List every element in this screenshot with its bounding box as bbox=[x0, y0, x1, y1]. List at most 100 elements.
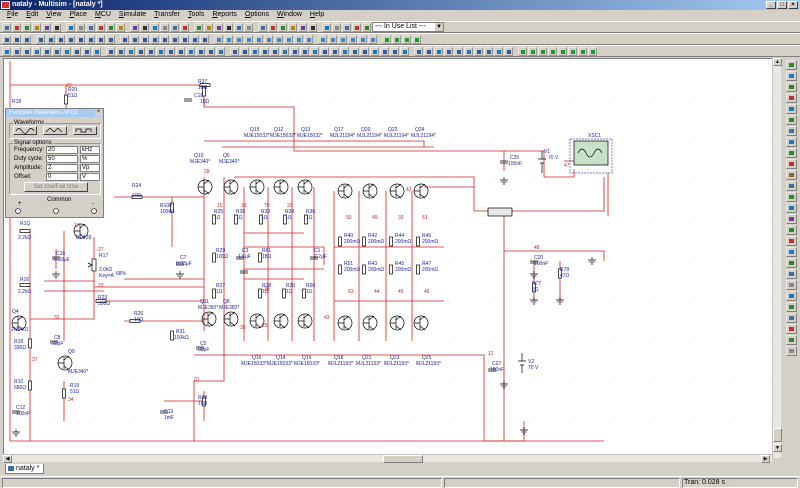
scroll-down-button[interactable]: ▼ bbox=[773, 444, 782, 452]
view-tool-button-29[interactable] bbox=[290, 46, 299, 56]
standard-tool-button-7[interactable] bbox=[66, 22, 75, 32]
instrument-button-2[interactable] bbox=[785, 71, 797, 81]
view-tool-button-47[interactable] bbox=[474, 46, 483, 56]
component-tool-button-36[interactable] bbox=[368, 34, 377, 44]
instrument-button-27[interactable] bbox=[785, 346, 797, 356]
multisim-app-icon[interactable] bbox=[1, 1, 10, 9]
standard-tool-button-31[interactable] bbox=[322, 22, 331, 32]
instrument-button-11[interactable] bbox=[785, 170, 797, 180]
vertical-scroll-thumb[interactable] bbox=[773, 428, 782, 442]
instrument-button-22[interactable] bbox=[785, 291, 797, 301]
standard-tool-button-28[interactable] bbox=[288, 22, 297, 32]
view-tool-button-49[interactable] bbox=[494, 46, 503, 56]
standard-tool-button-27[interactable] bbox=[278, 22, 287, 32]
close-button[interactable]: × bbox=[788, 1, 798, 9]
view-tool-button-52[interactable] bbox=[528, 46, 537, 56]
view-tool-button-45[interactable] bbox=[454, 46, 463, 56]
view-tool-button-25[interactable] bbox=[250, 46, 259, 56]
instrument-button-16[interactable] bbox=[785, 225, 797, 235]
instrument-button-23[interactable] bbox=[785, 302, 797, 312]
scroll-left-button[interactable]: ◀ bbox=[3, 455, 12, 463]
component-tool-button-30[interactable] bbox=[304, 34, 313, 44]
view-tool-button-55[interactable] bbox=[558, 46, 567, 56]
instrument-button-14[interactable] bbox=[785, 203, 797, 213]
view-tool-button-23[interactable] bbox=[230, 46, 239, 56]
view-tool-button-56[interactable] bbox=[568, 46, 577, 56]
view-tool-button-57[interactable] bbox=[578, 46, 587, 56]
instrument-button-10[interactable] bbox=[785, 159, 797, 169]
standard-tool-button-34[interactable] bbox=[352, 22, 361, 32]
component-tool-button-6[interactable] bbox=[56, 34, 65, 44]
duty-cycle-input[interactable]: 50 bbox=[46, 155, 78, 163]
view-tool-button-17[interactable] bbox=[166, 46, 175, 56]
view-tool-button-33[interactable] bbox=[330, 46, 339, 56]
tab-nataly[interactable]: nataly * bbox=[5, 464, 45, 474]
component-tool-button-31[interactable] bbox=[318, 34, 327, 44]
view-tool-button-7[interactable] bbox=[62, 46, 71, 56]
view-tool-button-13[interactable] bbox=[126, 46, 135, 56]
instrument-button-3[interactable] bbox=[785, 82, 797, 92]
fgen-terminals[interactable] bbox=[14, 207, 98, 217]
instrument-button-26[interactable] bbox=[785, 335, 797, 345]
instrument-button-12[interactable] bbox=[785, 181, 797, 191]
view-tool-button-58[interactable] bbox=[588, 46, 597, 56]
standard-tool-button-16[interactable] bbox=[160, 22, 169, 32]
component-tool-button-18[interactable] bbox=[180, 34, 189, 44]
component-tool-button-16[interactable] bbox=[160, 34, 169, 44]
horizontal-scrollbar[interactable]: ◀ ▶ bbox=[3, 454, 772, 463]
view-tool-button-14[interactable] bbox=[136, 46, 145, 56]
instrument-button-21[interactable] bbox=[785, 280, 797, 290]
minimize-button[interactable]: _ bbox=[766, 1, 776, 9]
component-tool-button-14[interactable] bbox=[140, 34, 149, 44]
view-tool-button-3[interactable] bbox=[22, 46, 31, 56]
standard-tool-button-5[interactable] bbox=[42, 22, 51, 32]
standard-tool-button-22[interactable] bbox=[224, 22, 233, 32]
instrument-button-17[interactable] bbox=[785, 236, 797, 246]
view-tool-button-22[interactable] bbox=[216, 46, 225, 56]
component-tool-button-3[interactable] bbox=[22, 34, 31, 44]
view-tool-button-53[interactable] bbox=[538, 46, 547, 56]
scroll-up-button[interactable]: ▲ bbox=[773, 58, 782, 66]
component-tool-button-37[interactable] bbox=[382, 34, 391, 44]
set-rise-fall-button[interactable]: Set rise/Fall time bbox=[24, 182, 88, 192]
instrument-button-5[interactable] bbox=[785, 104, 797, 114]
instrument-button-13[interactable] bbox=[785, 192, 797, 202]
menu-options[interactable]: Options bbox=[244, 11, 270, 18]
instrument-button-1[interactable] bbox=[785, 60, 797, 70]
menu-transfer[interactable]: Transfer bbox=[154, 11, 180, 18]
component-tool-button-13[interactable] bbox=[130, 34, 139, 44]
component-tool-button-15[interactable] bbox=[150, 34, 159, 44]
view-tool-button-12[interactable] bbox=[116, 46, 125, 56]
view-tool-button-21[interactable] bbox=[206, 46, 215, 56]
component-tool-button-21[interactable] bbox=[214, 34, 223, 44]
standard-tool-button-25[interactable] bbox=[258, 22, 267, 32]
standard-tool-button-26[interactable] bbox=[268, 22, 277, 32]
standard-tool-button-35[interactable] bbox=[362, 22, 371, 32]
component-tool-button-39[interactable] bbox=[402, 34, 411, 44]
instrument-button-18[interactable] bbox=[785, 247, 797, 257]
view-tool-button-2[interactable] bbox=[12, 46, 21, 56]
component-tool-button-24[interactable] bbox=[244, 34, 253, 44]
view-tool-button-50[interactable] bbox=[504, 46, 513, 56]
instrument-button-9[interactable] bbox=[785, 148, 797, 158]
menu-reports[interactable]: Reports bbox=[212, 11, 237, 18]
standard-tool-button-32[interactable] bbox=[332, 22, 341, 32]
view-tool-button-40[interactable] bbox=[400, 46, 409, 56]
menu-edit[interactable]: Edit bbox=[26, 11, 39, 18]
standard-tool-button-2[interactable] bbox=[12, 22, 21, 32]
standard-tool-button-1[interactable] bbox=[2, 22, 11, 32]
standard-tool-button-29[interactable] bbox=[298, 22, 307, 32]
menu-tools[interactable]: Tools bbox=[188, 11, 205, 18]
view-tool-button-15[interactable] bbox=[146, 46, 155, 56]
view-tool-button-54[interactable] bbox=[548, 46, 557, 56]
view-tool-button-1[interactable] bbox=[2, 46, 11, 56]
instrument-button-7[interactable] bbox=[785, 126, 797, 136]
amplitude-unit[interactable]: Vp bbox=[80, 164, 100, 172]
instrument-button-15[interactable] bbox=[785, 214, 797, 224]
view-tool-button-35[interactable] bbox=[350, 46, 359, 56]
instrument-button-19[interactable] bbox=[785, 258, 797, 268]
component-tool-button-8[interactable] bbox=[76, 34, 85, 44]
standard-tool-button-17[interactable] bbox=[170, 22, 179, 32]
vertical-scrollbar[interactable]: ▲ ▼ bbox=[772, 58, 782, 458]
standard-tool-button-3[interactable] bbox=[22, 22, 31, 32]
